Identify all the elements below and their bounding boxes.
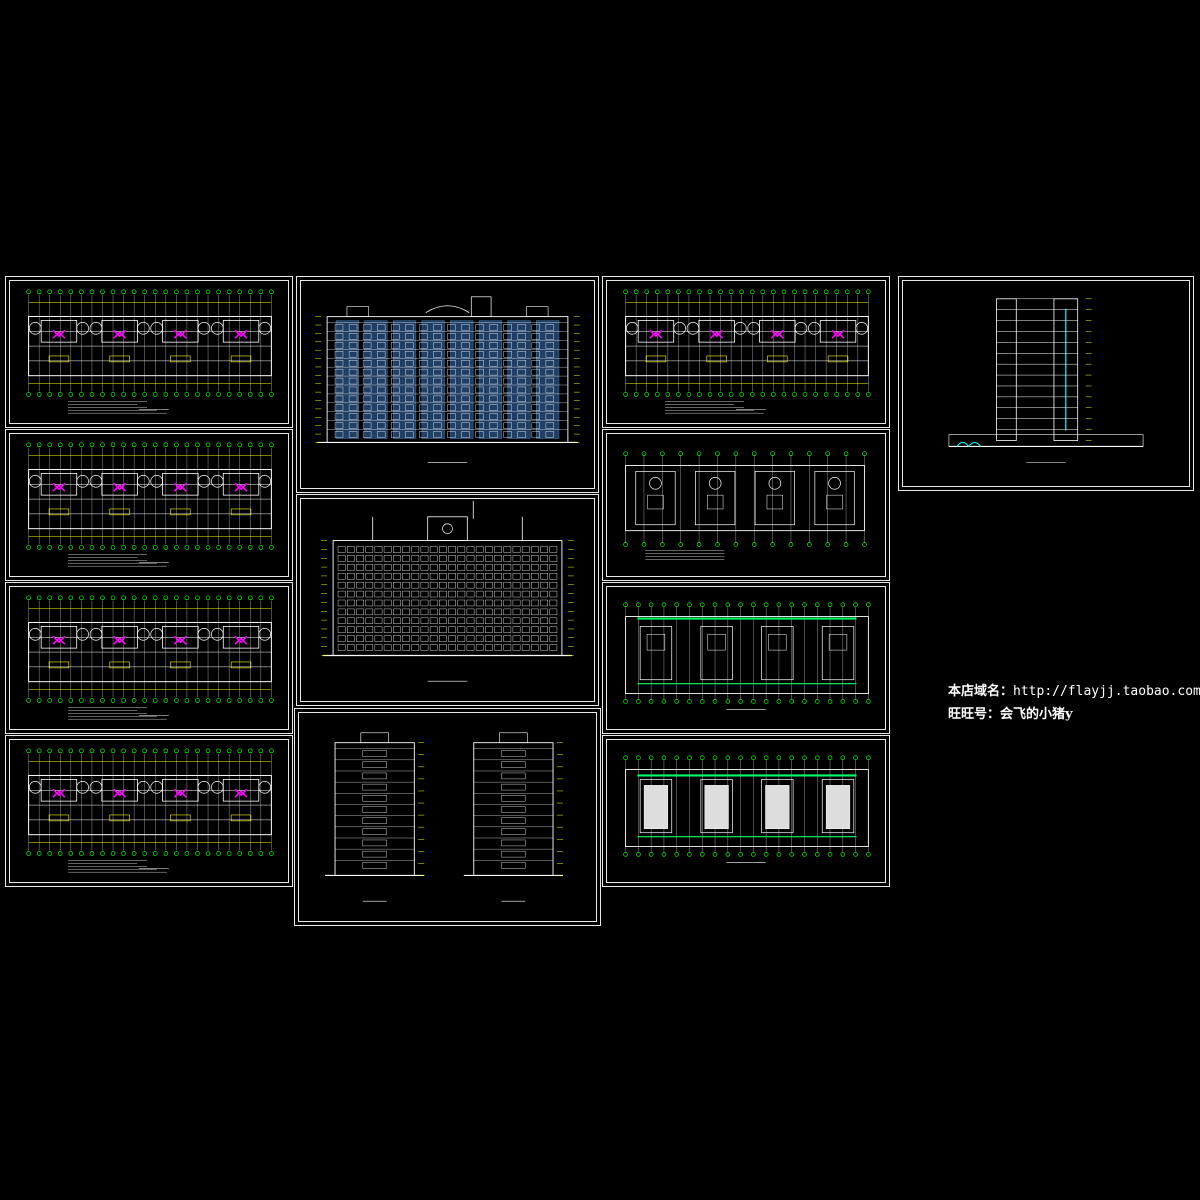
floor-plan-drawing <box>26 289 274 414</box>
front-elevation-drawing <box>315 296 580 463</box>
store-domain-label: 本店域名： <box>948 684 1014 699</box>
floor-plan-drawing <box>26 748 274 873</box>
floor-plan-sheet-3 <box>5 582 293 734</box>
front-elevation-sheet <box>296 276 599 493</box>
upper-floor-plan-drawing <box>623 451 867 560</box>
store-wangwang-value: 会飞的小猪y <box>1000 707 1073 722</box>
floor-plan-drawing <box>623 289 871 414</box>
roof-plan-drawing <box>623 602 871 710</box>
floor-plan-sheet-4 <box>5 735 293 887</box>
roof-plan-sheet-2 <box>602 735 890 887</box>
store-wangwang-label: 旺旺号： <box>948 707 1001 722</box>
side-elevations-sheet <box>294 708 601 926</box>
store-domain-line: 本店域名：http://flayjj.taobao.com/ <box>948 680 1200 699</box>
floor-plan-drawing <box>26 595 274 720</box>
roof-plan-sheet-1 <box>602 582 890 734</box>
store-domain-value: http://flayjj.taobao.com/ <box>1013 684 1200 699</box>
floor-plan-sheet-2 <box>5 429 293 581</box>
section-sheet <box>898 276 1194 491</box>
floor-plan-drawing <box>26 442 274 567</box>
rear-elevation-drawing <box>321 500 574 682</box>
rear-elevation-sheet <box>296 494 599 706</box>
store-wangwang-line: 旺旺号：会飞的小猪y <box>948 703 1073 722</box>
floor-plan-sheet-1 <box>5 276 293 428</box>
roof-plan-drawing <box>623 755 871 863</box>
upper-floor-plan-sheet <box>602 429 890 581</box>
section-drawing <box>948 298 1144 463</box>
floor-plan-sheet-5 <box>602 276 890 428</box>
side-elevations-drawing <box>325 732 563 902</box>
